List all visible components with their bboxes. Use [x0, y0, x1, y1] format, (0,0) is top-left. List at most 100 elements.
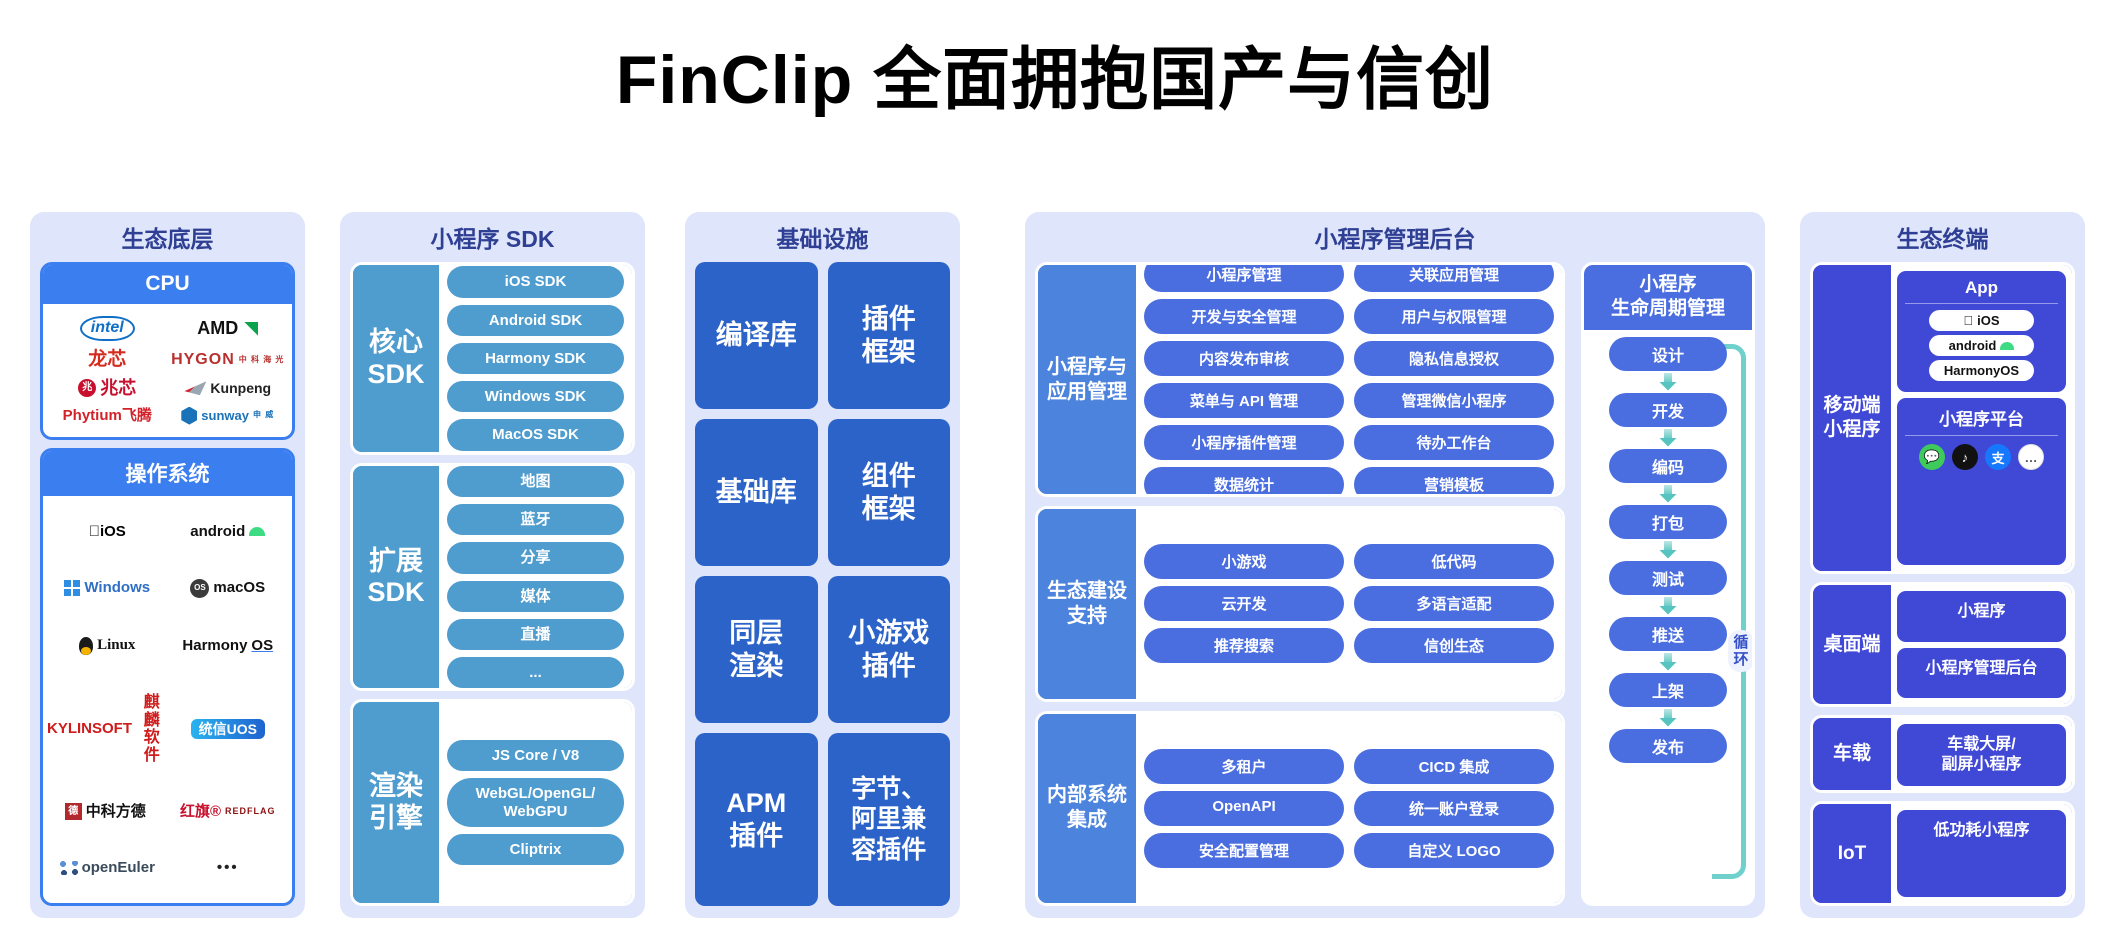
admin-item[interactable]: 隐私信息授权	[1354, 341, 1554, 376]
column-heading-infrastructure: 基础设施	[776, 226, 869, 252]
ios-logo: iOS	[89, 522, 126, 540]
admin-item[interactable]: 自定义 LOGO	[1354, 832, 1554, 868]
terminal-block-iot: IoT 低功耗小程序	[1810, 801, 2075, 906]
miniapp-platform-card: 小程序平台 💬 ♪ 支 …	[1897, 398, 2066, 565]
admin-item[interactable]: 低代码	[1354, 544, 1554, 580]
admin-item[interactable]: 信创生态	[1354, 628, 1554, 664]
arrow-down-icon	[1659, 708, 1677, 727]
admin-item[interactable]: 数据统计	[1144, 467, 1344, 494]
admin-item[interactable]: CICD 集成	[1354, 748, 1554, 784]
admin-item[interactable]: 小游戏	[1144, 544, 1344, 580]
app-pill-label: iOS	[1972, 313, 1999, 328]
admin-item[interactable]: 云开发	[1144, 586, 1344, 622]
lifecycle-step[interactable]: 测试	[1609, 560, 1727, 595]
sdk-item[interactable]: ...	[447, 657, 624, 688]
sdk-item[interactable]: 地图	[447, 466, 624, 497]
tiktok-icon[interactable]: ♪	[1952, 444, 1978, 470]
terminal-inner-iot: 低功耗小程序	[1891, 804, 2072, 903]
admin-item[interactable]: 内容发布审核	[1144, 341, 1344, 376]
admin-item[interactable]: 用户与权限管理	[1354, 299, 1554, 334]
lifecycle-step[interactable]: 开发	[1609, 392, 1727, 427]
admin-item[interactable]: 小程序插件管理	[1144, 425, 1344, 460]
column-heading-ecosystem-base: 生态底层	[121, 226, 214, 252]
os-card-title: 操作系统	[43, 451, 292, 496]
sdk-item[interactable]: WebGL/OpenGL/WebGPU	[447, 778, 624, 827]
sdk-item[interactable]: Harmony SDK	[447, 342, 624, 375]
sdk-group-render: 渲染引擎 JS Core / V8 WebGL/OpenGL/WebGPU Cl…	[350, 699, 635, 906]
loongson-logo: 龙芯	[88, 349, 127, 371]
terminal-item[interactable]: 小程序管理后台	[1897, 647, 2066, 698]
admin-row: 小程序与应用管理 小程序管理 关联应用管理 开发与安全管理 用户与权限管理 内容…	[1035, 262, 1755, 906]
lifecycle-step[interactable]: 打包	[1609, 504, 1727, 539]
lifecycle-step[interactable]: 推送	[1609, 616, 1727, 651]
admin-item[interactable]: 营销模板	[1354, 467, 1554, 494]
terminal-label-iot: IoT	[1813, 804, 1891, 903]
admin-item[interactable]: OpenAPI	[1144, 790, 1344, 826]
admin-item[interactable]: 小程序管理	[1144, 265, 1344, 292]
app-pill-android[interactable]: android	[1929, 335, 2034, 356]
admin-item[interactable]: 推荐搜索	[1144, 628, 1344, 664]
terminal-inner-mobile: App iOS android HarmonyOS 小程序平台 💬 ♪ 支	[1891, 265, 2072, 571]
sdk-item[interactable]: 蓝牙	[447, 504, 624, 536]
platform-icons: 💬 ♪ 支 …	[1905, 442, 2058, 470]
panel-grid-app-management: 小程序管理 关联应用管理 开发与安全管理 用户与权限管理 内容发布审核 隐私信息…	[1136, 265, 1562, 494]
lifecycle-step[interactable]: 上架	[1609, 672, 1727, 707]
admin-item[interactable]: 菜单与 API 管理	[1144, 383, 1344, 418]
terminal-item[interactable]: 小程序	[1897, 591, 2066, 642]
panel-grid-internal-integration: 多租户 CICD 集成 OpenAPI 统一账户登录 安全配置管理 自定义 LO…	[1136, 713, 1562, 903]
sdk-item[interactable]: Android SDK	[447, 304, 624, 336]
arrow-down-icon	[1659, 540, 1677, 559]
infra-cell[interactable]: 插件框架	[827, 262, 950, 410]
admin-item[interactable]: 管理微信小程序	[1354, 383, 1554, 418]
terminal-label-automotive: 车载	[1813, 718, 1891, 790]
app-pill-ios[interactable]: iOS	[1929, 310, 2034, 331]
lifecycle-step[interactable]: 编码	[1609, 448, 1727, 483]
phytium-logo: Phytium飞腾	[62, 406, 152, 424]
column-heading-admin: 小程序管理后台	[1314, 226, 1476, 252]
uos-logo: 统信UOS	[190, 718, 265, 740]
wechat-icon[interactable]: 💬	[1919, 444, 1945, 470]
admin-item[interactable]: 多语言适配	[1354, 586, 1554, 622]
terminal-block-automotive: 车载 车载大屏/副屏小程序	[1810, 715, 2075, 793]
sdk-item[interactable]: 分享	[447, 542, 624, 574]
infra-cell[interactable]: 同层渲染	[695, 576, 818, 724]
admin-item[interactable]: 统一账户登录	[1354, 790, 1554, 826]
admin-item[interactable]: 关联应用管理	[1354, 265, 1554, 292]
app-pill-harmonyos[interactable]: HarmonyOS	[1929, 360, 2034, 381]
admin-item[interactable]: 开发与安全管理	[1144, 299, 1344, 334]
admin-item[interactable]: 多租户	[1144, 748, 1344, 784]
terminal-item[interactable]: 车载大屏/副屏小程序	[1897, 724, 2066, 786]
sdk-item[interactable]: iOS SDK	[447, 266, 624, 298]
arrow-down-icon	[1659, 652, 1677, 671]
lifecycle-step[interactable]: 设计	[1609, 336, 1727, 371]
amd-logo: AMD	[197, 319, 259, 338]
sdk-item[interactable]: 直播	[447, 618, 624, 650]
lifecycle-step[interactable]: 发布	[1609, 728, 1727, 763]
sdk-item[interactable]: 媒体	[447, 580, 624, 612]
terminal-item[interactable]: 低功耗小程序	[1897, 810, 2066, 897]
sdk-item[interactable]: Cliptrix	[447, 833, 624, 865]
alipay-icon[interactable]: 支	[1985, 444, 2011, 470]
more-icon[interactable]: …	[2018, 444, 2044, 470]
arrow-down-icon	[1659, 596, 1677, 615]
infra-cell[interactable]: 编译库	[695, 262, 818, 410]
admin-item[interactable]: 待办工作台	[1354, 425, 1554, 460]
admin-item[interactable]: 安全配置管理	[1144, 832, 1344, 868]
infra-cell[interactable]: 组件框架	[827, 419, 950, 567]
infra-cell[interactable]: 基础库	[695, 419, 818, 567]
infra-cell[interactable]: 小游戏插件	[827, 576, 950, 724]
sdk-item[interactable]: Windows SDK	[447, 381, 624, 413]
sdk-item[interactable]: JS Core / V8	[447, 740, 624, 772]
infra-cell[interactable]: 字节、阿里兼容插件	[827, 733, 950, 906]
sdk-item[interactable]: MacOS SDK	[447, 419, 624, 451]
